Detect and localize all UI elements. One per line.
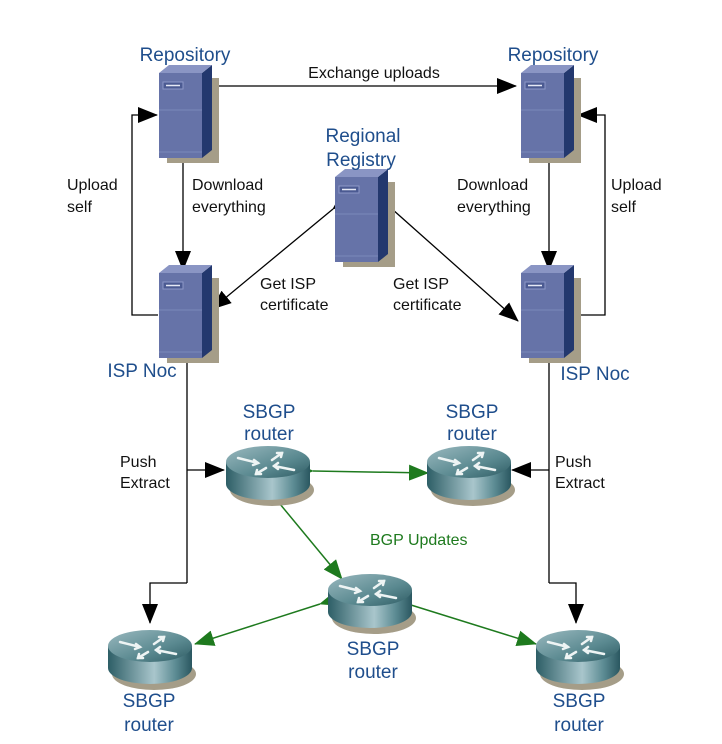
label-get-isp-cert-left-line2: certificate (260, 297, 329, 314)
label-regional-registry-line2: Registry (326, 150, 396, 171)
label-isp-noc-right: ISP Noc (560, 364, 629, 385)
router-icon-top-left (224, 444, 316, 508)
edge-left-upload (131, 107, 158, 316)
label-get-isp-cert-right-line2: certificate (393, 297, 462, 314)
label-left-download-line1: Download (192, 177, 263, 194)
edge-noc-left-router-bl (142, 582, 187, 624)
server-icon-isp-noc-right (520, 264, 582, 364)
label-right-download-line1: Download (457, 177, 528, 194)
label-push-extract-left-line2: Extract (120, 475, 170, 492)
edge-noc-right-router-br (549, 582, 584, 624)
label-router-mid-line2: router (348, 662, 398, 683)
label-left-upload-line1: Upload (67, 177, 118, 194)
label-left-upload-line2: self (67, 199, 92, 216)
edge-bgp-tl-mid (256, 478, 343, 580)
label-bgp-updates: BGP Updates (370, 532, 468, 549)
label-router-br-line2: router (554, 715, 604, 736)
label-push-extract-left-line1: Push (120, 454, 156, 471)
label-right-upload-line2: self (611, 199, 636, 216)
edge-right-upload (576, 107, 606, 316)
server-icon-isp-noc-left (158, 264, 220, 364)
label-isp-noc-left: ISP Noc (107, 361, 176, 382)
edge-registry-noc-left (211, 190, 353, 310)
label-exchange-uploads: Exchange uploads (308, 65, 440, 82)
server-icon-regional-registry (334, 168, 396, 268)
label-router-bl-line2: router (124, 715, 174, 736)
router-icon-bottom-right (534, 628, 626, 692)
edge-bgp-mid-bl (194, 590, 341, 646)
label-router-tl-line2: router (244, 424, 294, 445)
label-right-upload-line1: Upload (611, 177, 662, 194)
label-get-isp-cert-left-line1: Get ISP (260, 276, 316, 293)
label-router-bl-line1: SBGP (123, 691, 176, 712)
label-router-tr-line2: router (447, 424, 497, 445)
server-icon-repository-right (520, 64, 582, 164)
edge-bgp-tl-tr (293, 462, 429, 481)
label-get-isp-cert-right-line1: Get ISP (393, 276, 449, 293)
label-repository-left: Repository (140, 45, 231, 66)
label-router-br-line1: SBGP (553, 691, 606, 712)
label-right-download-line2: everything (457, 199, 531, 216)
label-router-tr-line1: SBGP (446, 402, 499, 423)
edge-registry-noc-right (372, 190, 519, 322)
label-router-tl-line1: SBGP (243, 402, 296, 423)
router-icon-top-right (425, 444, 517, 508)
router-icon-middle (326, 572, 418, 636)
label-repository-right: Repository (508, 45, 599, 66)
label-push-extract-right-line2: Extract (555, 475, 605, 492)
router-icon-bottom-left (106, 628, 198, 692)
label-left-download-line2: everything (192, 199, 266, 216)
server-icon-repository-left (158, 64, 220, 164)
edge-bgp-mid-br (390, 591, 537, 646)
label-router-mid-line1: SBGP (347, 639, 400, 660)
label-regional-registry-line1: Regional (326, 126, 401, 147)
label-push-extract-right-line1: Push (555, 454, 591, 471)
